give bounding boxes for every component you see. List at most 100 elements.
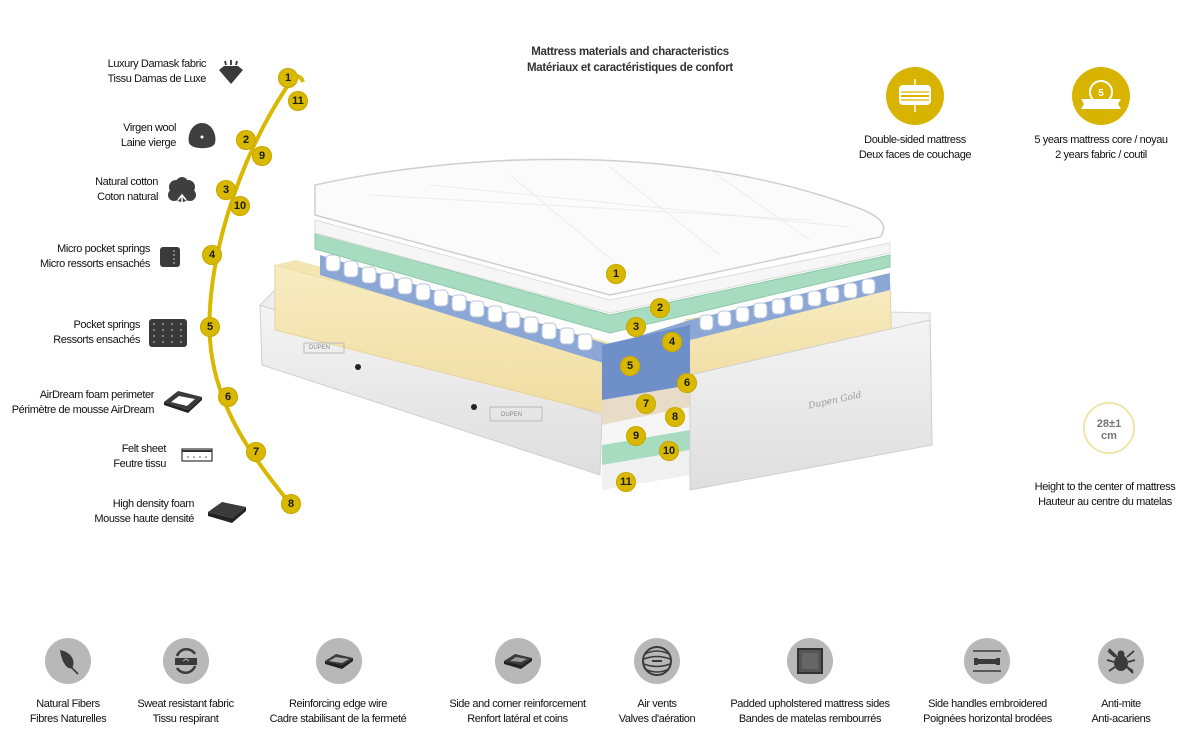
feature-fr: Renfort latéral et coins bbox=[467, 713, 568, 725]
material-fr: Coton natural bbox=[97, 191, 158, 203]
material-fr: Ressorts ensachés bbox=[53, 334, 140, 346]
leaf-icon bbox=[45, 638, 91, 684]
feature-fr: Deux faces de couchage bbox=[858, 149, 972, 161]
arc-badge-8: 8 bbox=[281, 494, 301, 514]
page-title: Mattress materials and characteristics M… bbox=[470, 44, 790, 76]
mattress-badge-4: 4 bbox=[662, 332, 682, 352]
micro-springs-icon bbox=[160, 247, 180, 267]
material-label-7: Felt sheet Feutre tissu bbox=[113, 442, 166, 472]
feature-double-sided: Double-sided mattress Deux faces de couc… bbox=[835, 133, 995, 163]
height-badge: 28±1 cm bbox=[1083, 402, 1135, 454]
title-en: Mattress materials and characteristics bbox=[531, 46, 729, 58]
feature-fr: Bandes de matelas rembourrés bbox=[738, 713, 882, 725]
foam-perimeter-icon bbox=[164, 391, 202, 413]
arc-badge-9: 9 bbox=[252, 146, 272, 166]
material-label-2: Virgen wool Laine vierge bbox=[120, 121, 177, 151]
arc-badge-11: 11 bbox=[288, 91, 308, 111]
wool-icon bbox=[188, 123, 216, 149]
felt-sheet-icon bbox=[181, 448, 213, 462]
height-fr: Hauteur au centre du matelas bbox=[1038, 496, 1172, 508]
mattress-badge-5: 5 bbox=[620, 356, 640, 376]
mattress-badge-3: 3 bbox=[626, 317, 646, 337]
arc-badge-10: 10 bbox=[230, 196, 250, 216]
feature-en: Side handles embroidered bbox=[928, 698, 1047, 710]
feature-fr: Anti-acariens bbox=[1091, 713, 1151, 725]
double-sided-icon bbox=[886, 67, 944, 125]
brand-label-center: DUPEN bbox=[501, 412, 523, 418]
material-fr: Feutre tissu bbox=[113, 458, 166, 470]
feature-side-handles: Side handles embroidered Poignées horizo… bbox=[905, 697, 1070, 727]
mattress-badge-8: 8 bbox=[665, 407, 685, 427]
material-fr: Tissu Damas de Luxe bbox=[107, 73, 207, 85]
feature-fr: Fibres Naturelles bbox=[29, 713, 107, 725]
feature-en: Padded upholstered mattress sides bbox=[730, 698, 890, 710]
arc-badge-2: 2 bbox=[236, 130, 256, 150]
material-en: Pocket springs bbox=[73, 319, 140, 331]
material-label-6: AirDream foam perimeter Périmètre de mou… bbox=[11, 388, 155, 418]
feature-padded-sides: Padded upholstered mattress sides Bandes… bbox=[715, 697, 905, 727]
material-en: AirDream foam perimeter bbox=[39, 389, 155, 401]
foam-block-icon bbox=[208, 502, 246, 523]
title-fr: Matériaux et caractéristiques de confort bbox=[527, 62, 733, 74]
feature-fr: Poignées horizontal brodées bbox=[923, 713, 1052, 725]
material-en: Natural cotton bbox=[95, 176, 158, 188]
feature-sweat-resistant: Sweat resistant fabric Tissu respirant bbox=[113, 697, 258, 727]
material-label-3: Natural cotton Coton natural bbox=[95, 175, 158, 205]
feature-air-vents: Air vents Valves d'aération bbox=[602, 697, 712, 727]
material-en: Felt sheet bbox=[121, 443, 167, 455]
feature-en: Anti-mite bbox=[1101, 698, 1141, 710]
mattress-badge-6: 6 bbox=[677, 373, 697, 393]
breathable-fabric-icon bbox=[163, 638, 209, 684]
arc-badge-1: 1 bbox=[278, 68, 298, 88]
mattress-badge-7: 7 bbox=[636, 394, 656, 414]
feature-en: 5 years mattress core / noyau bbox=[1034, 134, 1168, 146]
feature-natural-fibers: Natural Fibers Fibres Naturelles bbox=[8, 697, 128, 727]
material-fr: Micro ressorts ensachés bbox=[39, 258, 150, 270]
padded-sides-icon bbox=[787, 638, 833, 684]
feature-en: Side and corner reinforcement bbox=[449, 698, 586, 710]
mattress-cutaway-illustration bbox=[259, 158, 933, 491]
material-en: Luxury Damask fabric bbox=[107, 58, 207, 70]
material-fr: Laine vierge bbox=[120, 137, 177, 149]
feature-fr: Valves d'aération bbox=[618, 713, 696, 725]
side-handles-icon bbox=[964, 638, 1010, 684]
feature-en: Sweat resistant fabric bbox=[137, 698, 234, 710]
height-unit: cm bbox=[1101, 430, 1117, 442]
material-en: High density foam bbox=[112, 498, 195, 510]
brand-label-left: DUPEN bbox=[309, 345, 331, 351]
material-en: Micro pocket springs bbox=[57, 243, 150, 255]
arc-badge-7: 7 bbox=[246, 442, 266, 462]
mattress-badge-2: 2 bbox=[650, 298, 670, 318]
feature-en: Double-sided mattress bbox=[864, 134, 966, 146]
anti-mite-icon bbox=[1098, 638, 1144, 684]
air-vent-icon bbox=[634, 638, 680, 684]
arc-badge-3: 3 bbox=[216, 180, 236, 200]
material-fr: Périmètre de mousse AirDream bbox=[11, 404, 155, 416]
arc-badge-6: 6 bbox=[218, 387, 238, 407]
feature-en: Reinforcing edge wire bbox=[289, 698, 387, 710]
pocket-springs-icon bbox=[149, 319, 187, 347]
mattress-badge-11: 11 bbox=[616, 472, 636, 492]
cotton-icon bbox=[168, 177, 196, 202]
arc-badge-5: 5 bbox=[200, 317, 220, 337]
double-sided-glyph bbox=[899, 79, 931, 112]
material-label-5: Pocket springs Ressorts ensachés bbox=[53, 318, 140, 348]
feature-en: Natural Fibers bbox=[36, 698, 100, 710]
material-label-4: Micro pocket springs Micro ressorts ensa… bbox=[40, 242, 150, 272]
arc-badge-4: 4 bbox=[202, 245, 222, 265]
feature-en: Air vents bbox=[637, 698, 677, 710]
feature-fr: Tissu respirant bbox=[152, 713, 219, 725]
warranty-number: 5 bbox=[1098, 88, 1104, 99]
feature-fr: 2 years fabric / coutil bbox=[1055, 149, 1147, 161]
diamond-icon bbox=[219, 60, 243, 84]
mattress-badge-10: 10 bbox=[659, 441, 679, 461]
feature-side-corner: Side and corner reinforcement Renfort la… bbox=[430, 697, 605, 727]
feature-warranty: 5 years mattress core / noyau 2 years fa… bbox=[1011, 133, 1191, 163]
height-en: Height to the center of mattress bbox=[1034, 481, 1176, 493]
feature-fr: Cadre stabilisant de la fermeté bbox=[269, 713, 407, 725]
feature-anti-mite: Anti-mite Anti-acariens bbox=[1066, 697, 1176, 727]
warranty-icon: 5 bbox=[1072, 67, 1130, 125]
mattress-badge-1: 1 bbox=[606, 264, 626, 284]
feature-edge-wire: Reinforcing edge wire Cadre stabilisant … bbox=[248, 697, 428, 727]
height-value: 28±1 bbox=[1096, 418, 1122, 430]
